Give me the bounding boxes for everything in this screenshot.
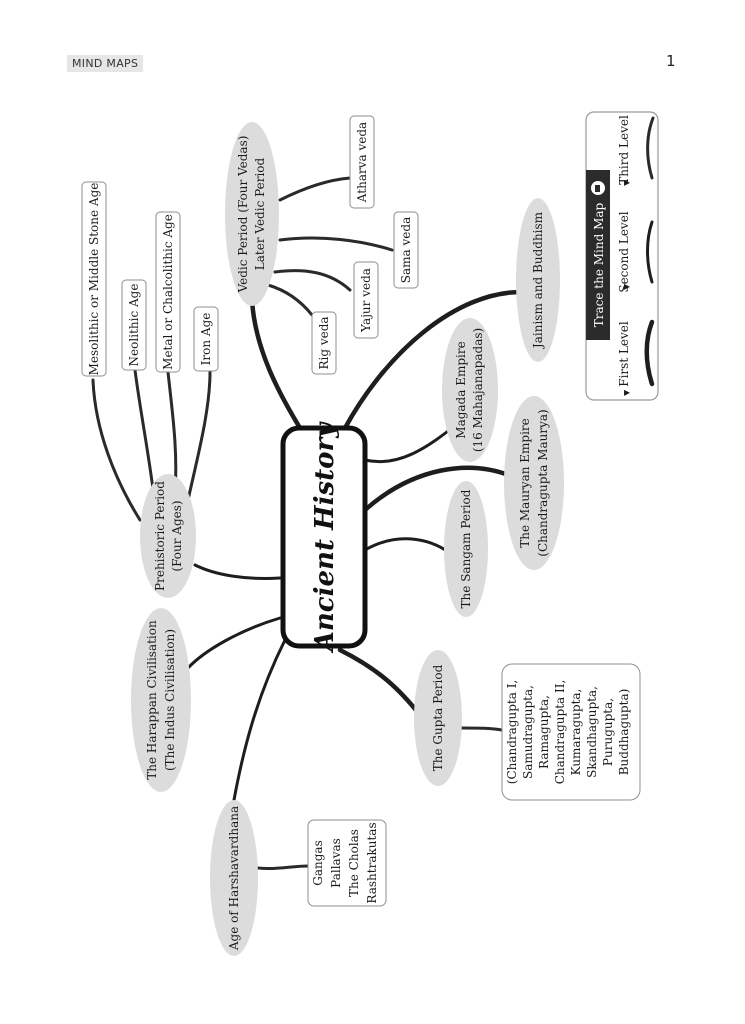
- arrow-icon-3: ▸: [624, 175, 630, 189]
- svg-text:Gangas: Gangas: [311, 840, 325, 885]
- level-2-stroke: [646, 220, 654, 284]
- leaf-neolithic: Neolithic Age: [121, 279, 147, 371]
- legend-level-3: Third Level: [617, 115, 631, 185]
- svg-text:Mesolithic or Middle Stone Age: Mesolithic or Middle Stone Age: [87, 183, 101, 376]
- svg-text:(The Indus Civilisation): (The Indus Civilisation): [163, 629, 177, 771]
- svg-text:Samudragupta,: Samudragupta,: [521, 685, 535, 779]
- arrow-icon-1: ▸: [624, 385, 630, 399]
- leaf-rig: Rig veda: [311, 311, 337, 375]
- branch-harsha: [232, 638, 287, 802]
- svg-text:Skandhagupta,: Skandhagupta,: [585, 686, 599, 778]
- twig-iron: [186, 370, 212, 502]
- svg-text:Purugupta,: Purugupta,: [601, 698, 615, 766]
- center-node: [280, 425, 368, 649]
- svg-text:Metal or Chalcolithic Age: Metal or Chalcolithic Age: [161, 214, 175, 370]
- twig-atharva: [278, 176, 352, 202]
- legend-panel: Trace the Mind Map First Level Second Le…: [585, 111, 659, 401]
- level-1-stroke: [644, 319, 655, 387]
- branch-magada: [363, 426, 454, 464]
- branch-jainism: [342, 289, 528, 431]
- svg-text:Later Vedic Period: Later Vedic Period: [253, 157, 267, 270]
- svg-text:Iron Age: Iron Age: [199, 313, 213, 366]
- svg-text:Buddhagupta): Buddhagupta): [617, 689, 631, 776]
- svg-text:Magada Empire: Magada Empire: [454, 341, 468, 438]
- node-sangam: The Sangam Period: [444, 481, 488, 617]
- twig-mesolithic: [91, 378, 142, 522]
- svg-text:Chandragupta II,: Chandragupta II,: [553, 680, 567, 785]
- svg-text:Yajur veda: Yajur veda: [359, 268, 373, 333]
- twig-metal: [166, 370, 178, 494]
- legend-level-2: Second Level: [617, 211, 631, 292]
- twig-yajur: [273, 269, 352, 292]
- svg-text:Sama veda: Sama veda: [399, 217, 413, 283]
- svg-text:Jainism and Buddhism: Jainism and Buddhism: [531, 211, 545, 350]
- leaf-iron: Iron Age: [193, 306, 219, 372]
- leaf-sama: Sama veda: [393, 211, 419, 289]
- leaf-metal: Metal or Chalcolithic Age: [155, 211, 181, 373]
- svg-text:Kumaragupta,: Kumaragupta,: [569, 689, 583, 776]
- page-number: 1: [666, 52, 676, 70]
- svg-text:Rig veda: Rig veda: [317, 316, 331, 369]
- leaf-yajur: Yajur veda: [353, 261, 379, 339]
- svg-text:The Harappan Civilisation: The Harappan Civilisation: [145, 620, 159, 780]
- svg-text:Atharva veda: Atharva veda: [355, 122, 369, 203]
- twig-gupta-rulers: [460, 726, 504, 732]
- branch-prehistoric: [193, 563, 282, 580]
- svg-text:Vedic Period (Four Vedas): Vedic Period (Four Vedas): [236, 136, 250, 294]
- leaf-gupta-rulers: (Chandragupta I, Samudragupta, Ramagupta…: [501, 663, 641, 801]
- branch-gupta: [337, 647, 423, 718]
- node-prehistoric: Prehistoric Period (Four Ages): [140, 474, 196, 598]
- svg-text:Pallavas: Pallavas: [329, 838, 343, 888]
- center-label: Ancient History: [310, 421, 340, 654]
- svg-text:Age of Harshavardhana: Age of Harshavardhana: [227, 806, 241, 951]
- node-jainism: Jainism and Buddhism: [516, 198, 560, 362]
- twig-rig: [266, 283, 314, 317]
- legend-level-1: First Level: [617, 321, 631, 387]
- svg-text:(Four Ages): (Four Ages): [170, 500, 184, 571]
- node-magada: Magada Empire (16 Mahajanapadas): [442, 318, 498, 462]
- branch-harappan: [186, 616, 282, 670]
- legend-title: Trace the Mind Map: [592, 202, 606, 327]
- leaf-mesolithic: Mesolithic or Middle Stone Age: [81, 181, 107, 377]
- svg-text:The Mauryan Empire: The Mauryan Empire: [518, 418, 532, 548]
- svg-text:Neolithic Age: Neolithic Age: [127, 284, 141, 367]
- svg-text:Rashtrakutas: Rashtrakutas: [365, 822, 379, 903]
- arrow-icon-2: ▸: [624, 279, 630, 293]
- svg-text:The Gupta Period: The Gupta Period: [431, 664, 445, 771]
- twig-dynasties: [256, 864, 310, 871]
- legend-title-bar: [586, 170, 610, 340]
- hand-icon: [591, 181, 605, 195]
- node-gupta: The Gupta Period: [414, 650, 462, 786]
- svg-text:The Sangam Period: The Sangam Period: [459, 489, 473, 608]
- svg-text:The Cholas: The Cholas: [347, 829, 361, 897]
- level-3-stroke: [646, 116, 655, 180]
- branch-sangam: [363, 537, 454, 557]
- node-harappan: The Harappan Civilisation (The Indus Civ…: [131, 608, 191, 792]
- node-harsha: Age of Harshavardhana: [210, 800, 258, 956]
- branch-vedic: [249, 297, 303, 431]
- twig-neolithic: [133, 368, 157, 507]
- node-mauryan: The Mauryan Empire (Chandragupta Maurya): [504, 396, 564, 570]
- node-vedic: Vedic Period (Four Vedas) Later Vedic Pe…: [225, 122, 279, 306]
- section-tag: MIND MAPS: [67, 55, 144, 72]
- leaf-dynasties: Gangas Pallavas The Cholas Rashtrakutas: [307, 819, 387, 907]
- svg-text:Prehistoric Period: Prehistoric Period: [153, 481, 167, 591]
- svg-text:(Chandragupta Maurya): (Chandragupta Maurya): [536, 409, 550, 556]
- twig-sama: [278, 236, 394, 252]
- svg-text:Ramagupta,: Ramagupta,: [537, 695, 551, 769]
- leaf-atharva: Atharva veda: [349, 115, 375, 209]
- svg-text:(Chandragupta I,: (Chandragupta I,: [505, 680, 519, 784]
- branch-mauryan: [362, 465, 523, 513]
- svg-text:(16 Mahajanapadas): (16 Mahajanapadas): [471, 328, 485, 452]
